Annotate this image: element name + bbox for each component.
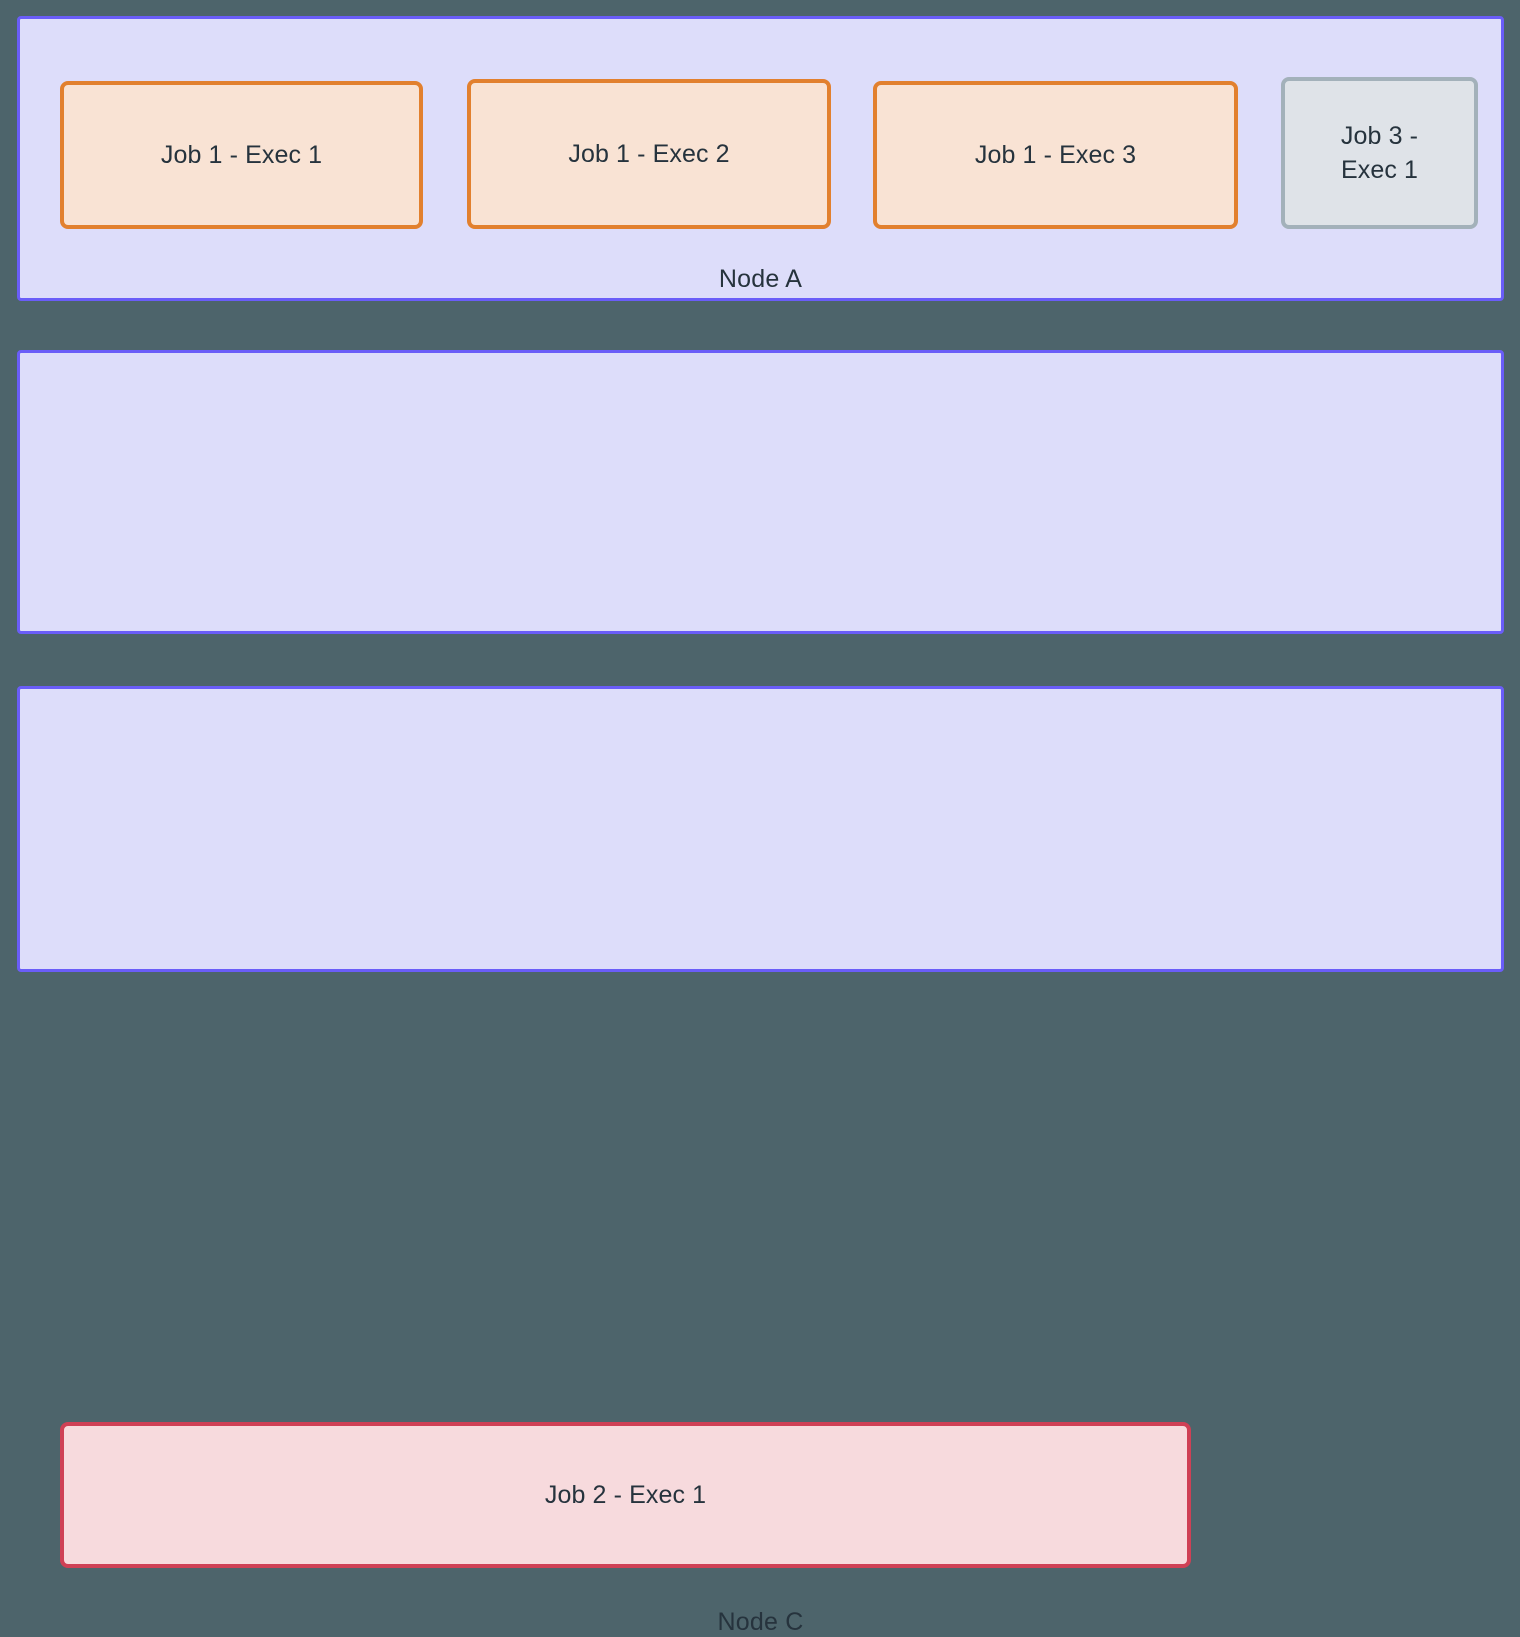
node-container-a[interactable]: Job 1 - Exec 1 Job 1 - Exec 2 Job 1 - Ex… (17, 16, 1504, 301)
node-label-a: Node A (718, 265, 803, 293)
node-container-b[interactable]: Job 1 - Exec 4 Job 3 - Exec 2 Job 3 - Ex… (17, 350, 1504, 964)
task-box-job1-exec3[interactable]: Job 1 - Exec 3 (873, 81, 1238, 229)
task-box-job2-exec1[interactable]: Job 2 - Exec 1 (60, 1422, 1191, 1568)
task-box-job3-exec1[interactable]: Job 3 - Exec 1 (1281, 77, 1478, 229)
task-box-job1-exec1[interactable]: Job 1 - Exec 1 (60, 81, 423, 229)
node-label-c: Node C (717, 1608, 804, 1636)
task-box-job1-exec2[interactable]: Job 1 - Exec 2 (467, 79, 831, 229)
diagram-canvas: Job 1 - Exec 1 Job 1 - Exec 2 Job 1 - Ex… (17, 16, 1504, 1636)
node-container-c[interactable]: Job 2 - Exec 1 Node C (17, 686, 1504, 1636)
